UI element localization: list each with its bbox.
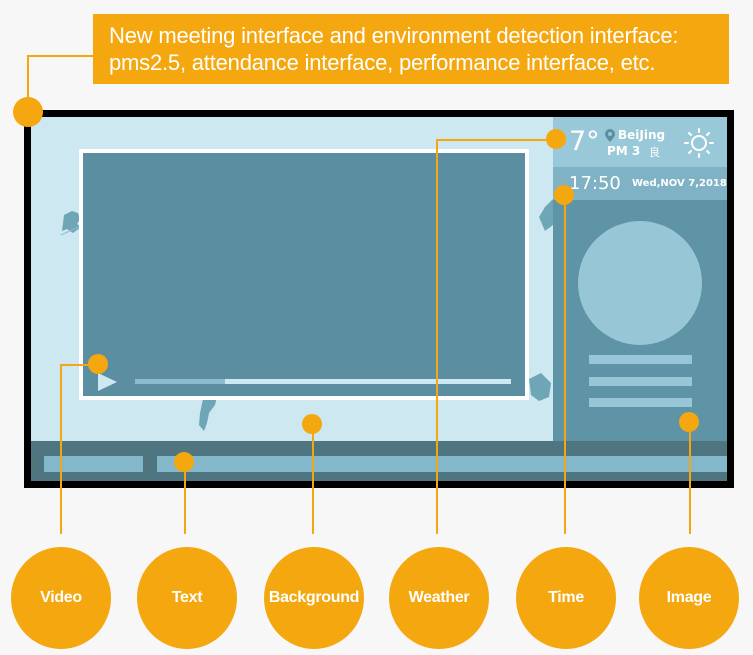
image-connector bbox=[689, 422, 691, 534]
banner-callout-dot bbox=[13, 97, 43, 127]
label-background: Background bbox=[264, 547, 364, 649]
label-video: Video bbox=[11, 547, 111, 649]
weather-widget bbox=[553, 117, 727, 167]
time-widget bbox=[553, 167, 727, 200]
map-landmass-alaska bbox=[62, 211, 81, 233]
video-progress-fill bbox=[135, 379, 226, 384]
image-caption-line bbox=[589, 377, 692, 386]
map-landmass-australia bbox=[529, 373, 551, 401]
world-map-background bbox=[60, 199, 553, 431]
time-callout-dot bbox=[554, 185, 574, 205]
image-callout-dot bbox=[679, 412, 699, 432]
air-quality: 良 bbox=[649, 146, 660, 159]
label-image: Image bbox=[639, 547, 739, 649]
video-player[interactable] bbox=[79, 149, 529, 400]
image-placeholder bbox=[578, 221, 702, 345]
pm-reading: PM 3 bbox=[607, 144, 641, 158]
footer-text-label bbox=[44, 456, 143, 472]
video-progress-track[interactable] bbox=[135, 379, 511, 384]
image-caption-line bbox=[589, 398, 692, 407]
video-connector-h bbox=[60, 364, 98, 366]
banner-connector-v bbox=[27, 55, 29, 100]
text-callout-dot bbox=[174, 452, 194, 472]
description-banner: New meeting interface and environment de… bbox=[93, 14, 729, 84]
temperature: 7° bbox=[569, 126, 600, 157]
city-name: BeiJing bbox=[618, 128, 666, 142]
weather-connector-h bbox=[436, 139, 556, 141]
banner-connector-h bbox=[27, 55, 93, 57]
sun-icon bbox=[684, 128, 714, 158]
background-connector bbox=[312, 424, 314, 534]
video-connector-v bbox=[60, 364, 62, 534]
banner-line-2: pms2.5, attendance interface, performanc… bbox=[109, 50, 656, 75]
map-landmass-south-america bbox=[199, 397, 217, 431]
clock-date: Wed,NOV 7,2018 bbox=[632, 178, 727, 189]
banner-line-1: New meeting interface and environment de… bbox=[109, 23, 679, 48]
time-connector bbox=[564, 195, 566, 534]
image-caption-line bbox=[589, 355, 692, 364]
play-icon[interactable] bbox=[98, 373, 117, 391]
background-callout-dot bbox=[302, 414, 322, 434]
label-weather: Weather bbox=[389, 547, 489, 649]
clock-time: 17:50 bbox=[569, 173, 621, 194]
weather-callout-dot bbox=[546, 129, 566, 149]
weather-connector-v bbox=[436, 139, 438, 534]
footer-text-scroller bbox=[157, 456, 727, 472]
text-connector bbox=[184, 462, 186, 534]
location-pin-icon bbox=[605, 129, 615, 142]
video-callout-dot bbox=[88, 354, 108, 374]
label-text: Text bbox=[137, 547, 237, 649]
label-time: Time bbox=[516, 547, 616, 649]
map-landmass-asia-east bbox=[539, 199, 553, 231]
